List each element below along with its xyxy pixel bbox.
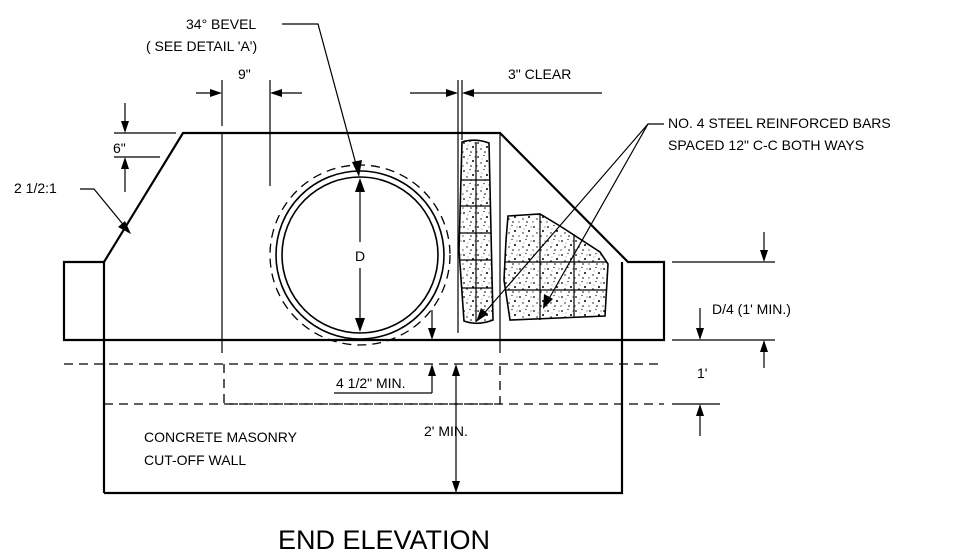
dim-9in-label: 9" [238, 66, 251, 82]
drawing-title: END ELEVATION [278, 525, 490, 555]
dim-4half-label: 4 1/2" MIN. [336, 375, 406, 391]
dim-3in-clear: 3" CLEAR [410, 66, 602, 333]
bevel-label-line1: 34° BEVEL [186, 16, 256, 32]
headwall-outline [62, 131, 666, 495]
rebar-callout: NO. 4 STEEL REINFORCED BARS SPACED 12" C… [476, 115, 891, 322]
dim-2ft-label: 2' MIN. [424, 423, 468, 439]
wall-note-line2: CUT-OFF WALL [144, 452, 246, 468]
dim-d4-label: D/4 (1' MIN.) [712, 301, 791, 317]
slope-label: 2 1/2:1 [14, 180, 57, 196]
dim-min-clearances: 4 1/2" MIN. 2' MIN. [334, 310, 468, 493]
slope-leader: 2 1/2:1 [14, 180, 131, 234]
bevel-label-line2: ( SEE DETAIL 'A') [146, 38, 257, 54]
dim-6in: 6" [113, 103, 176, 192]
wall-rebar-section [458, 139, 494, 325]
rebar-label-line1: NO. 4 STEEL REINFORCED BARS [668, 115, 891, 131]
rebar-label-line2: SPACED 12" C-C BOTH WAYS [668, 137, 864, 153]
cutoff-wall-hidden-lines [64, 363, 664, 405]
dim-1ft-label: 1' [697, 365, 707, 381]
pipe-diameter-label: D [355, 248, 365, 264]
dim-3in-clear-label: 3" CLEAR [508, 66, 571, 82]
wall-note-line1: CONCRETE MASONRY [144, 429, 298, 445]
dim-9in: 9" [196, 66, 302, 186]
dim-right-stack: D/4 (1' MIN.) 1' [672, 232, 791, 436]
bevel-leader: 34° BEVEL ( SEE DETAIL 'A') [146, 16, 362, 177]
dim-6in-label: 6" [113, 140, 126, 156]
